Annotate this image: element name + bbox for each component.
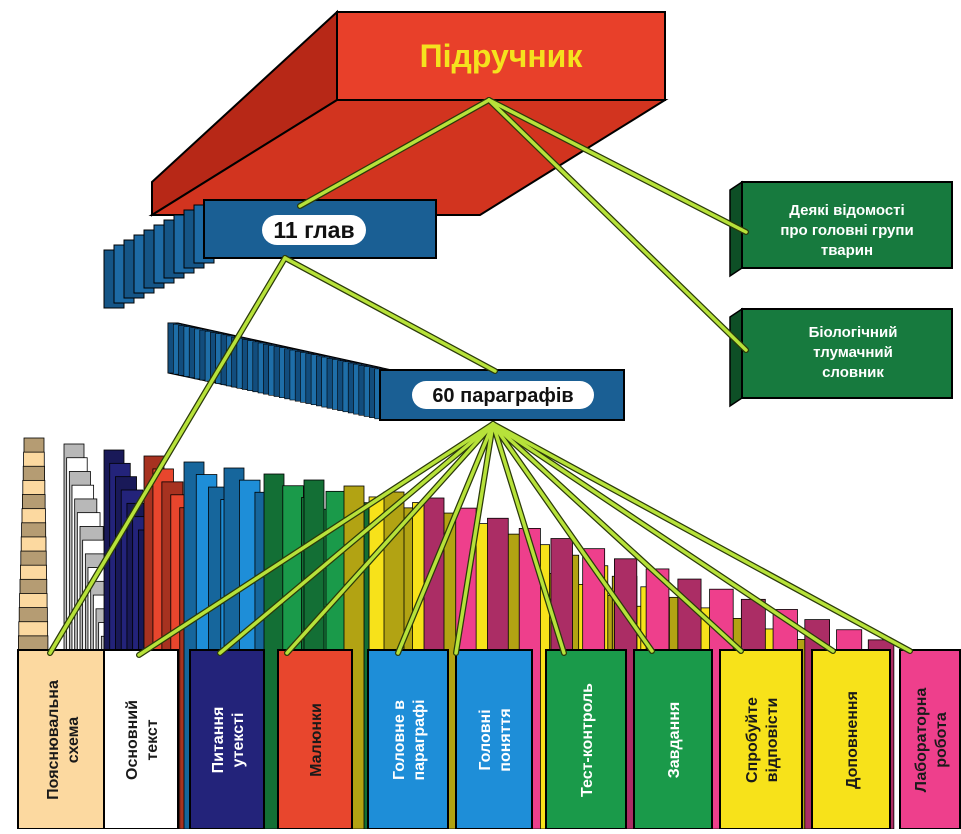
component-label-line: Головні: [477, 709, 494, 770]
component-label-line: Завдання: [666, 702, 683, 778]
component-card-face: [367, 649, 449, 830]
component-card-face: [633, 649, 713, 830]
component-card-face: [189, 649, 265, 830]
appendix-line: тлумачний: [813, 344, 893, 361]
appendix-line: словник: [822, 364, 884, 381]
component-label-line: відповісти: [764, 698, 781, 783]
component-label-line: Пояснювальна: [45, 680, 62, 800]
component-card-face: [899, 649, 961, 830]
connector-line: [396, 422, 495, 655]
component-card-face: [811, 649, 891, 830]
chapters-label-pill: [262, 215, 366, 245]
connector-line: [218, 422, 495, 655]
component-card-face: [455, 649, 533, 830]
component-card: Малюнки: [277, 649, 353, 830]
appendix-line: тварин: [821, 242, 873, 259]
connector-line: [137, 422, 495, 657]
connector-line: [48, 256, 287, 655]
connector-line: [283, 256, 497, 373]
connector-line: [487, 98, 748, 352]
chapters-label: 11 глав: [273, 217, 354, 243]
appendix-line: про головні групи: [780, 222, 913, 239]
component-label: Завдання: [666, 702, 683, 778]
connector-line: [487, 98, 748, 234]
component-label-line: Головне в: [391, 700, 408, 780]
connector-lines: [47, 97, 913, 658]
component-label-line: Питання: [210, 707, 227, 774]
connector-line: [491, 422, 835, 653]
component-label: Тест-контроль: [579, 683, 596, 797]
connector-line: [285, 422, 495, 655]
component-label-line: Малюнки: [308, 703, 325, 777]
connector-line: [491, 422, 654, 653]
component-label-line: Лабораторна: [913, 688, 930, 793]
appendix-line: Деякі відомості: [789, 202, 904, 219]
textbook-title: Підручник: [420, 38, 584, 74]
component-card-face: [719, 649, 803, 830]
component-label-line: параграфі: [411, 699, 428, 780]
component-label-line: поняття: [497, 708, 514, 771]
connector-line: [491, 422, 912, 653]
component-label-line: Спробуйте: [744, 697, 761, 783]
component-label-line: Доповнення: [844, 691, 861, 789]
appendix-label-animal-groups: Деякі відомості про головні групи тварин: [780, 202, 913, 259]
component-label: Малюнки: [308, 703, 325, 777]
textbook-front-face: [336, 11, 666, 101]
appendix-boxes: Деякі відомості про головні групи тварин Б…: [729, 180, 953, 408]
chapter-stack: [103, 204, 215, 309]
component-label-line: утексті: [230, 713, 247, 768]
appendix-label-dictionary: Біологічний тлумачний словник: [809, 324, 898, 381]
paragraph-stack: [167, 322, 384, 420]
component-label-line: схема: [65, 717, 82, 764]
component-label-line: робота: [933, 712, 950, 768]
component-card-face: [277, 649, 353, 830]
component-card: Тест-контроль: [545, 649, 627, 830]
component-label-line: текст: [144, 719, 161, 760]
component-card: Доповнення: [811, 649, 891, 830]
component-label-line: Основний: [124, 700, 141, 780]
appendix-line: Біологічний: [809, 324, 898, 341]
connector-line: [491, 422, 566, 655]
connector-line: [491, 422, 743, 653]
chapters-block: 11 глав: [103, 199, 437, 309]
appendix-box-animal-groups: Деякі відомості про головні групи тварин: [729, 180, 953, 278]
component-label-line: Тест-контроль: [579, 683, 596, 797]
component-card: Завдання: [633, 649, 713, 830]
component-card-face: [17, 649, 107, 830]
connector-line: [454, 422, 495, 655]
connector-line: [298, 98, 491, 208]
paragraphs-block: 60 параграфів: [167, 322, 625, 421]
paragraphs-label-pill: [412, 381, 594, 409]
paragraphs-label: 60 параграфів: [432, 385, 573, 407]
component-label: Доповнення: [844, 691, 861, 789]
appendix-box-dictionary: Біологічний тлумачний словник: [729, 307, 953, 408]
textbook-block: Підручник: [148, 9, 669, 217]
component-card-face: [103, 649, 179, 830]
